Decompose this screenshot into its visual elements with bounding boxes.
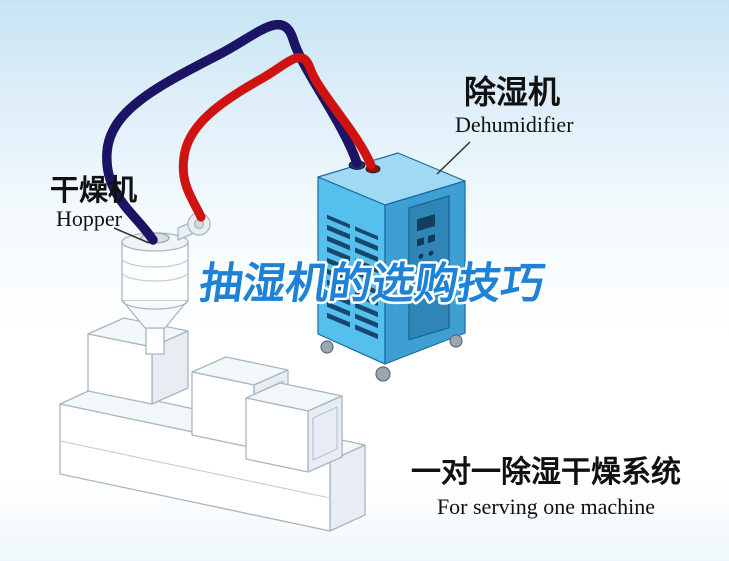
watermark-title: 抽湿机的选购技巧 bbox=[197, 260, 548, 308]
extruder-base-seam bbox=[59, 440, 331, 499]
hopper-label-cn: 干燥机 bbox=[50, 174, 137, 207]
watermark-title-group: 抽湿机的选购技巧 bbox=[194, 258, 550, 311]
wheel-left bbox=[320, 340, 334, 354]
hot-air-hose bbox=[178, 53, 376, 222]
dehumidifier-label-en: Dehumidifier bbox=[455, 112, 574, 137]
hopper-label-en: Hopper bbox=[56, 206, 123, 231]
caption-cn: 一对一除湿干燥系统 bbox=[411, 455, 681, 489]
panel-indicator-1 bbox=[418, 253, 424, 259]
dehumidifier-label-cn: 除湿机 bbox=[464, 74, 560, 110]
cabinet2-front bbox=[245, 397, 309, 473]
panel-button-1 bbox=[417, 237, 424, 247]
panel-button-2 bbox=[428, 233, 435, 244]
wheel-front bbox=[375, 366, 391, 382]
hopper-body bbox=[122, 242, 188, 300]
cabinet1-front bbox=[191, 371, 255, 449]
cabinet2-panel bbox=[312, 406, 338, 461]
extruder-illustration bbox=[59, 317, 366, 532]
hopper-neck bbox=[145, 327, 165, 355]
display-screen bbox=[417, 213, 435, 232]
hopper-band2 bbox=[121, 271, 189, 282]
hopper-pointer-line bbox=[113, 227, 150, 244]
hopper-band1 bbox=[121, 257, 189, 268]
dehumidifier-illustration bbox=[317, 152, 466, 382]
hopper-body-bottom-edge bbox=[121, 299, 189, 310]
dehumidifier-pointer-line bbox=[436, 141, 471, 175]
wheel-right bbox=[449, 334, 463, 348]
control-panel bbox=[408, 195, 450, 341]
hopper-stand-front bbox=[87, 333, 153, 405]
vent-grille bbox=[327, 214, 378, 341]
control-panel-plate bbox=[408, 195, 450, 341]
panel-indicator-2 bbox=[428, 250, 434, 256]
caption-en: For serving one machine bbox=[437, 494, 655, 519]
